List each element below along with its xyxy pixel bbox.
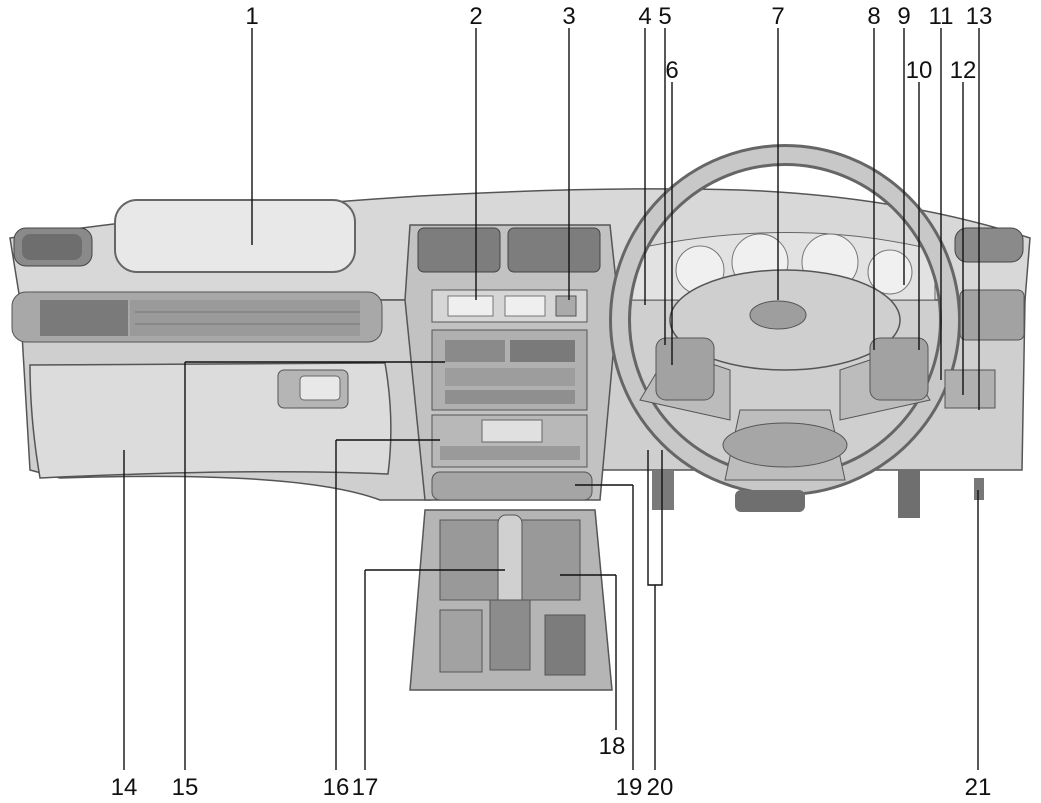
callout-21: 21	[965, 774, 992, 801]
callout-9: 9	[897, 3, 910, 30]
passenger-airbag-panel	[114, 199, 356, 273]
center-stack	[404, 224, 619, 501]
callout-10: 10	[906, 57, 933, 84]
callout-14: 14	[111, 774, 138, 801]
callout-20: 20	[647, 774, 674, 801]
callout-19: 19	[616, 774, 643, 801]
callout-13: 13	[966, 3, 993, 30]
callout-1: 1	[245, 3, 258, 30]
callout-labels: 1 2 3 4 5 6 7 8 9 10 11 12 13 14 15 16 1…	[111, 3, 993, 801]
callout-18: 18	[599, 733, 626, 760]
callout-7: 7	[771, 3, 784, 30]
center-console	[409, 509, 613, 691]
combination-switches	[655, 337, 929, 401]
callout-4: 4	[638, 3, 651, 30]
callout-16: 16	[323, 774, 350, 801]
callout-11: 11	[929, 3, 954, 30]
callout-3: 3	[562, 3, 575, 30]
left-center-vent	[11, 291, 383, 343]
right-side-vent	[944, 227, 1025, 409]
leader-lines	[123, 28, 980, 770]
callout-15: 15	[172, 774, 199, 801]
glove-box	[29, 362, 392, 479]
pedals	[652, 470, 984, 518]
callout-6: 6	[665, 57, 678, 84]
callout-12: 12	[950, 57, 977, 84]
callout-5: 5	[658, 3, 671, 30]
callout-17: 17	[352, 774, 379, 801]
left-side-vent	[13, 227, 93, 267]
callout-8: 8	[867, 3, 880, 30]
callout-2: 2	[469, 3, 482, 30]
